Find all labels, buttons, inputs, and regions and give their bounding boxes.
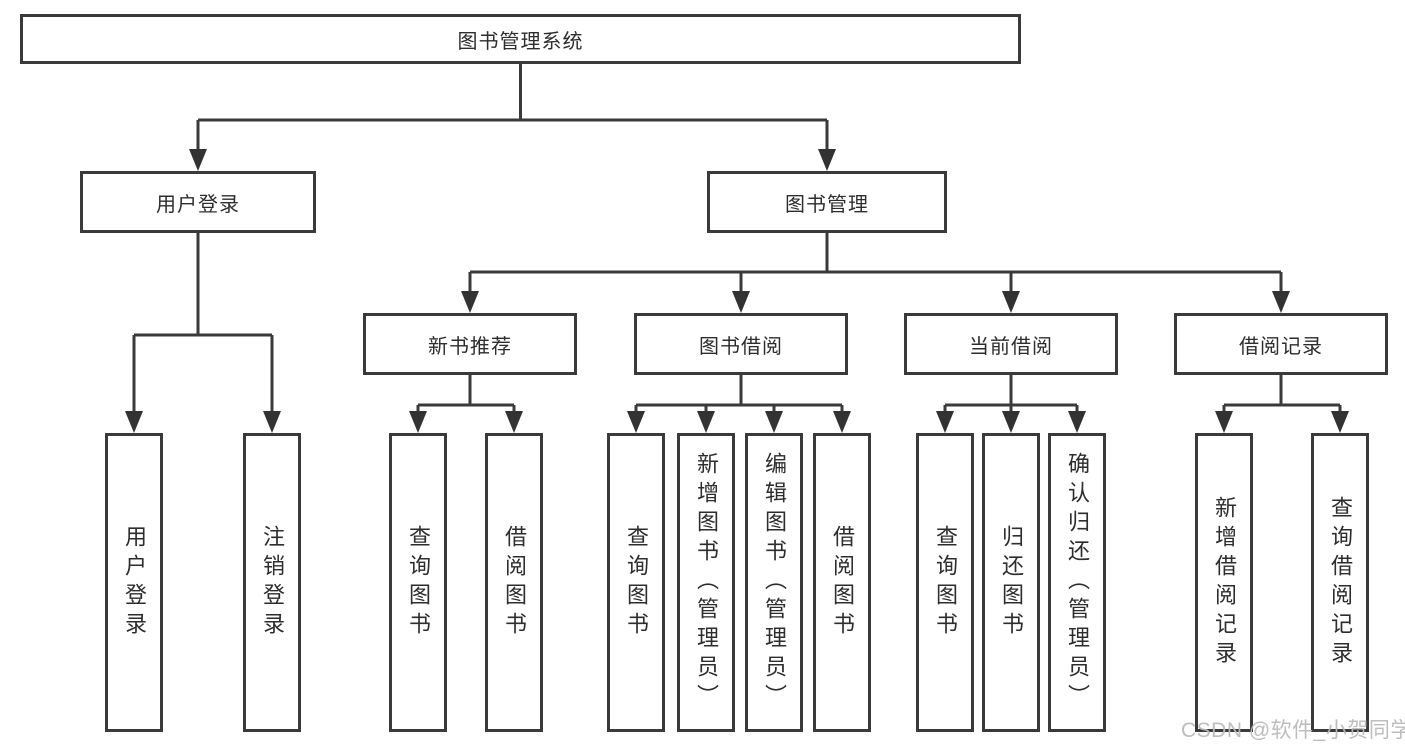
node-book-borrow-label: 图书借阅 [699, 335, 783, 358]
connector-root-to-level2 [189, 64, 836, 171]
node-new-book-rec: 新书推荐 [363, 313, 577, 375]
leaf-bb-edit-books: 编辑图书（管理员） [745, 433, 803, 732]
leaf-bb-add-books-label: 新增图书（管理员） [694, 452, 719, 713]
leaf-cb-return-books-label: 归还图书 [999, 524, 1024, 641]
node-user-login-label: 用户登录 [156, 193, 240, 216]
leaf-bb-borrow-books-label: 借阅图书 [830, 524, 855, 641]
node-new-book-rec-label: 新书推荐 [428, 335, 512, 358]
leaf-bb-add-books: 新增图书（管理员） [677, 433, 735, 732]
leaf-cb-confirm-return-label: 确认归还（管理员） [1065, 452, 1090, 713]
leaf-cb-search-books: 查询图书 [916, 433, 974, 732]
leaf-cb-return-books: 归还图书 [982, 433, 1040, 732]
leaf-br-search-record: 查询借阅记录 [1311, 433, 1369, 732]
node-current-borrow: 当前借阅 [904, 313, 1118, 375]
connector-borrow-records-to-leaves [1215, 375, 1349, 433]
leaf-logout: 注销登录 [243, 433, 301, 732]
leaf-bb-edit-books-label: 编辑图书（管理员） [762, 452, 787, 713]
node-book-mgmt-label: 图书管理 [785, 193, 869, 216]
connector-new-book-rec-to-leaves [409, 375, 523, 433]
leaf-bb-search-books-label: 查询图书 [624, 524, 649, 641]
node-current-borrow-label: 当前借阅 [969, 335, 1053, 358]
node-borrow-records-label: 借阅记录 [1239, 335, 1323, 358]
leaf-br-add-record: 新增借阅记录 [1195, 433, 1253, 732]
leaf-rec-search-books-label: 查询图书 [406, 524, 431, 641]
leaf-rec-borrow-books-label: 借阅图书 [502, 524, 527, 641]
csdn-watermark: CSDN @软件_小贺同学 [1181, 719, 1405, 742]
leaf-rec-borrow-books: 借阅图书 [485, 433, 543, 732]
leaf-bb-search-books: 查询图书 [607, 433, 665, 732]
leaf-br-search-record-label: 查询借阅记录 [1328, 495, 1353, 670]
leaf-br-add-record-label: 新增借阅记录 [1212, 495, 1237, 670]
connector-book-mgmt-to-level3 [461, 233, 1290, 313]
leaf-user-login-label: 用户登录 [122, 524, 147, 641]
node-borrow-records: 借阅记录 [1174, 313, 1388, 375]
leaf-cb-search-books-label: 查询图书 [933, 524, 958, 641]
leaf-rec-search-books: 查询图书 [389, 433, 447, 732]
connector-current-borrow-to-leaves [936, 375, 1086, 433]
node-root: 图书管理系统 [20, 14, 1021, 64]
leaf-logout-label: 注销登录 [260, 524, 285, 641]
leaf-cb-confirm-return: 确认归还（管理员） [1048, 433, 1106, 732]
node-root-label: 图书管理系统 [457, 30, 584, 53]
leaf-bb-borrow-books: 借阅图书 [813, 433, 871, 732]
connector-user-login-to-leaves [125, 233, 281, 433]
node-book-borrow: 图书借阅 [634, 313, 848, 375]
node-user-login: 用户登录 [80, 171, 316, 233]
connector-book-borrow-to-leaves [627, 375, 851, 433]
leaf-user-login: 用户登录 [105, 433, 163, 732]
node-book-mgmt: 图书管理 [707, 171, 947, 233]
